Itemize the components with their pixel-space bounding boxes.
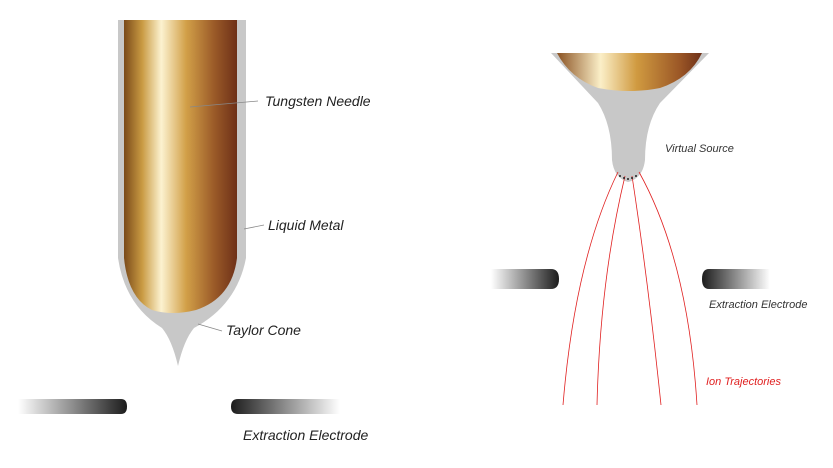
left-panel: Tungsten Needle Liquid Metal Taylor Cone…	[18, 20, 371, 443]
leader-line-taylor-cone	[197, 323, 223, 332]
virtual-source-point	[619, 175, 637, 180]
label-extraction-electrode-right: Extraction Electrode	[709, 299, 807, 311]
tungsten-needle	[124, 20, 237, 313]
leader-line-liquid-metal	[243, 224, 265, 230]
leader-line-tungsten	[189, 100, 259, 108]
label-ion-trajectories: Ion Trajectories	[706, 376, 781, 388]
ion-trajectories	[562, 171, 698, 406]
liquid-metal-funnel	[551, 53, 709, 182]
label-extraction-electrode-left: Extraction Electrode	[243, 427, 368, 443]
extraction-electrode-right-plate	[231, 399, 340, 414]
label-tungsten-needle: Tungsten Needle	[265, 93, 371, 109]
ion-trajectory-1	[562, 171, 619, 406]
label-liquid-metal: Liquid Metal	[268, 217, 344, 233]
extraction-electrode-plate-left-right-panel	[491, 269, 559, 289]
label-taylor-cone: Taylor Cone	[226, 322, 301, 338]
ion-trajectory-3	[631, 175, 662, 406]
right-panel: Virtual Source Extraction Electrode Ion …	[491, 53, 807, 406]
extraction-electrode-plate-right-right-panel	[702, 269, 770, 289]
label-virtual-source: Virtual Source	[665, 143, 734, 155]
extraction-electrode-left-plate	[18, 399, 127, 414]
ion-trajectory-4	[638, 171, 698, 406]
needle-tip	[557, 53, 702, 91]
ion-trajectory-2	[596, 175, 626, 406]
